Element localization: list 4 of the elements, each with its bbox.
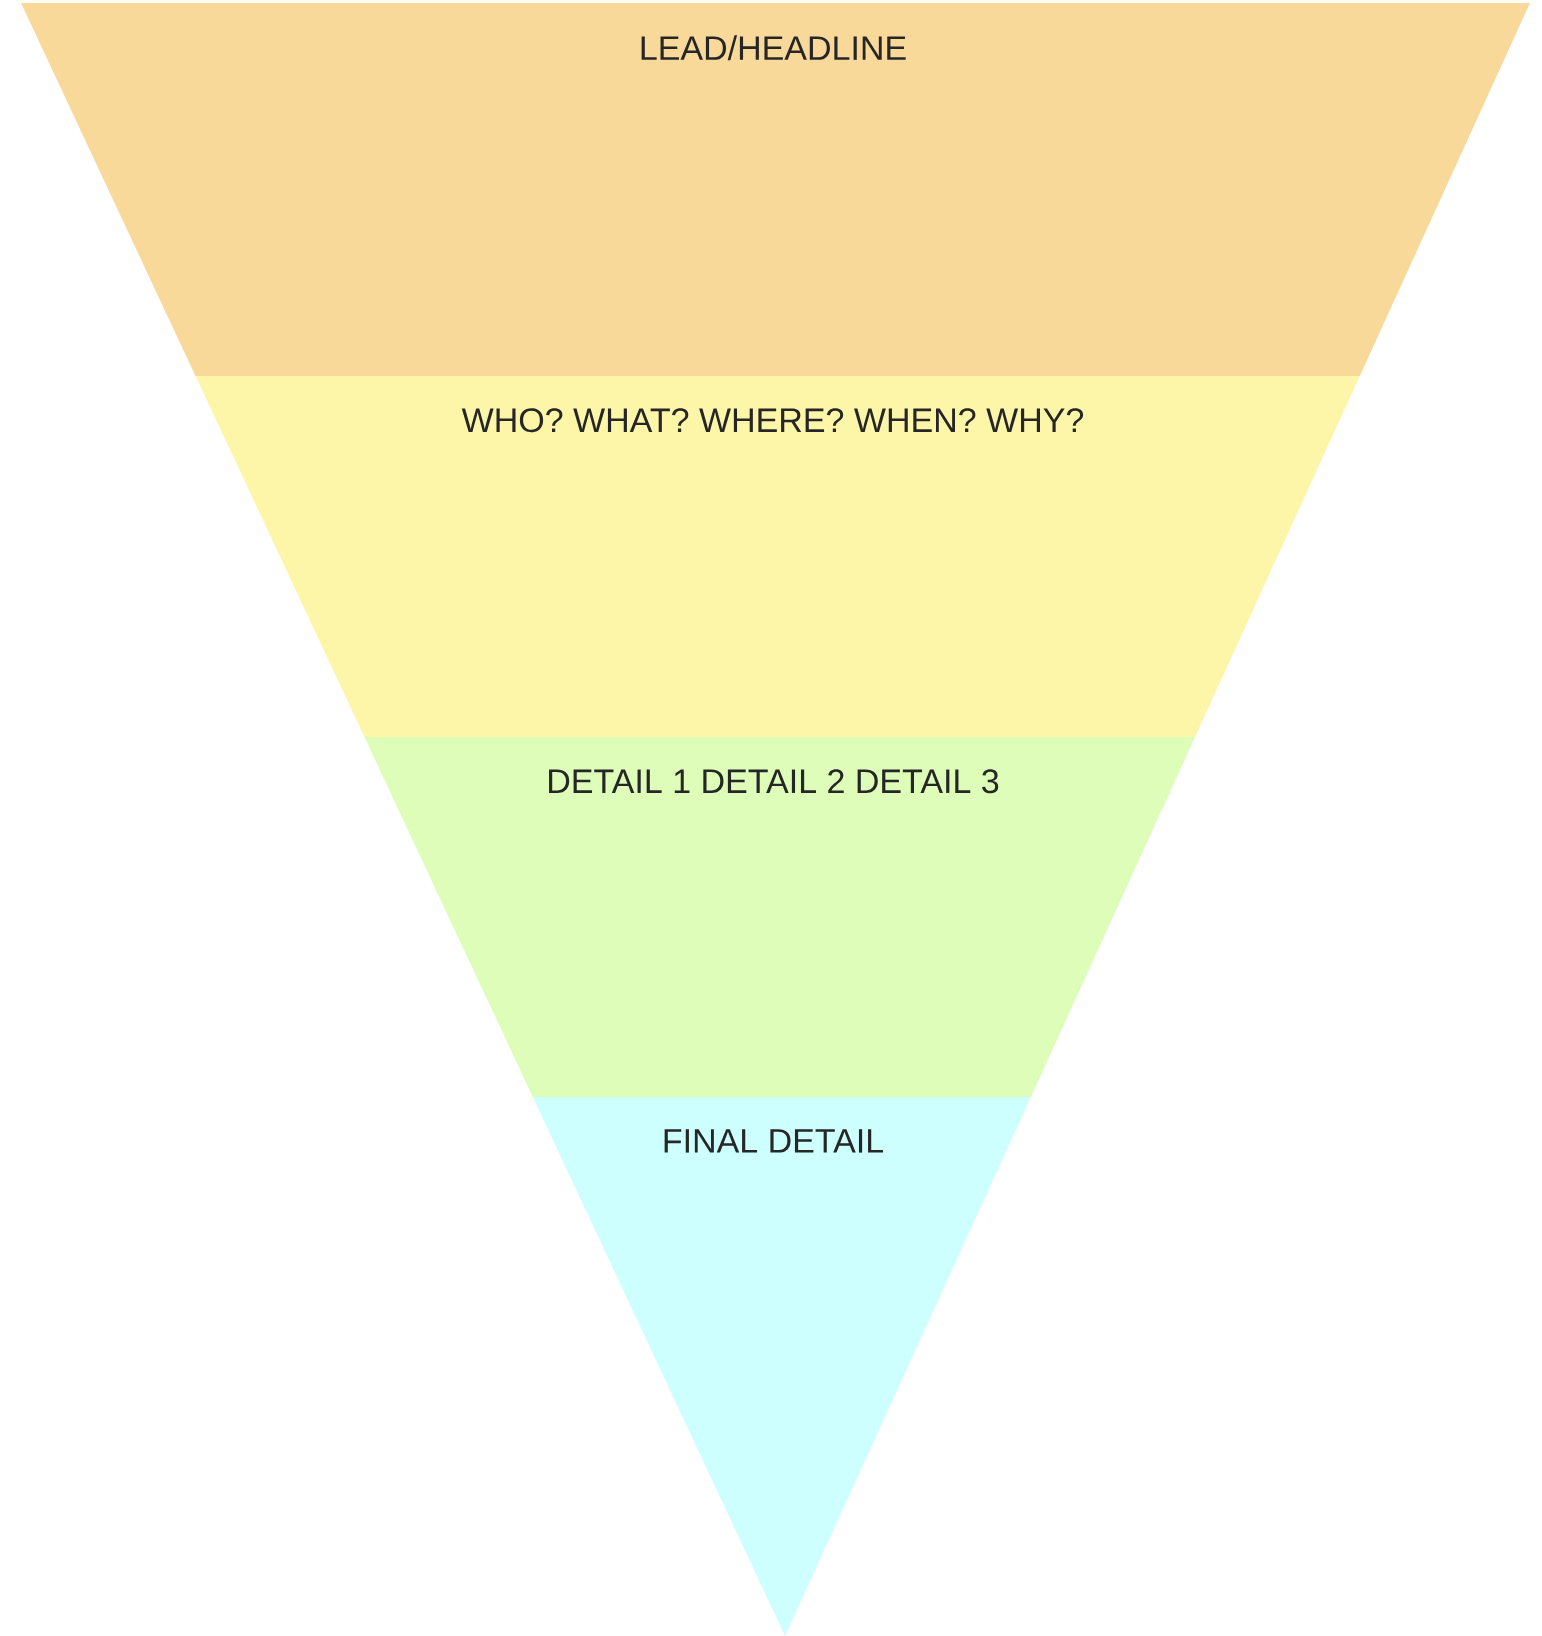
funnel-band: FINAL DETAIL — [532, 1097, 1031, 1636]
funnel-band: DETAIL 1 DETAIL 2 DETAIL 3 — [364, 737, 1196, 1097]
funnel-band: LEAD/HEADLINE — [21, 3, 1530, 376]
funnel-band: WHO? WHAT? WHERE? WHEN? WHY? — [195, 376, 1360, 737]
